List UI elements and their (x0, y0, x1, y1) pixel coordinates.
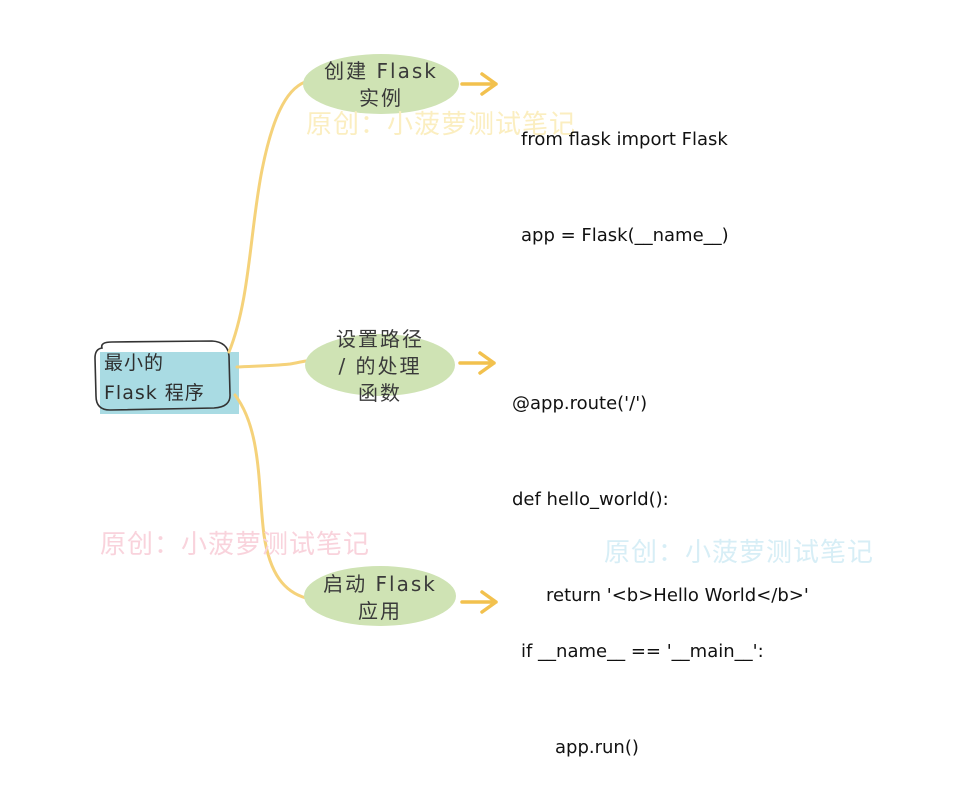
code-line: from flask import Flask (521, 129, 728, 150)
branch-node-route-handler (305, 334, 455, 396)
branch-label-create-instance: 创建 Flask 实例 (303, 57, 459, 113)
code-block-run-app: if __name__ == '__main__': app.run() (521, 572, 764, 796)
branch-label-line: 启动 Flask (323, 572, 437, 596)
branch-label-run-app: 启动 Flask 应用 (304, 570, 456, 626)
branch-node-create-instance (303, 54, 459, 114)
branch-label-line: / 的处理 (338, 353, 422, 378)
branch-label-line: 函数 (358, 380, 402, 405)
code-line: app.run() (555, 737, 639, 758)
connector-bottom (233, 393, 308, 600)
code-line: return '<b>Hello World</b>' (546, 585, 809, 606)
root-node-outline (94, 340, 231, 411)
branch-node-run-app (304, 566, 456, 626)
root-node-fill (100, 352, 239, 414)
branch-label-line: 实例 (359, 86, 403, 110)
branch-label-route-handler: 设置路径 / 的处理 函数 (305, 325, 455, 407)
mindmap-canvas (94, 54, 498, 626)
branch-label-line: 设置路径 (336, 326, 424, 351)
arrow-right-icon (460, 590, 498, 614)
root-label-line-1: 最小的 (104, 352, 165, 374)
root-node-label: 最小的 Flask 程序 (104, 348, 205, 408)
root-label-line-2: Flask 程序 (104, 382, 205, 404)
connector-top (227, 80, 307, 354)
branch-label-line: 应用 (358, 599, 402, 623)
code-line: def hello_world(): (512, 489, 669, 510)
code-block-route-handler: @app.route('/') def hello_world(): retur… (512, 324, 809, 644)
code-block-create-instance: from flask import Flask app = Flask(__na… (521, 60, 729, 284)
arrow-right-icon (460, 72, 498, 96)
branch-label-line: 创建 Flask (324, 59, 438, 83)
connector-middle (235, 359, 308, 369)
code-line: if __name__ == '__main__': (521, 641, 764, 662)
arrow-right-icon (458, 351, 496, 375)
code-line: @app.route('/') (512, 393, 648, 414)
code-line: app = Flask(__name__) (521, 225, 729, 246)
